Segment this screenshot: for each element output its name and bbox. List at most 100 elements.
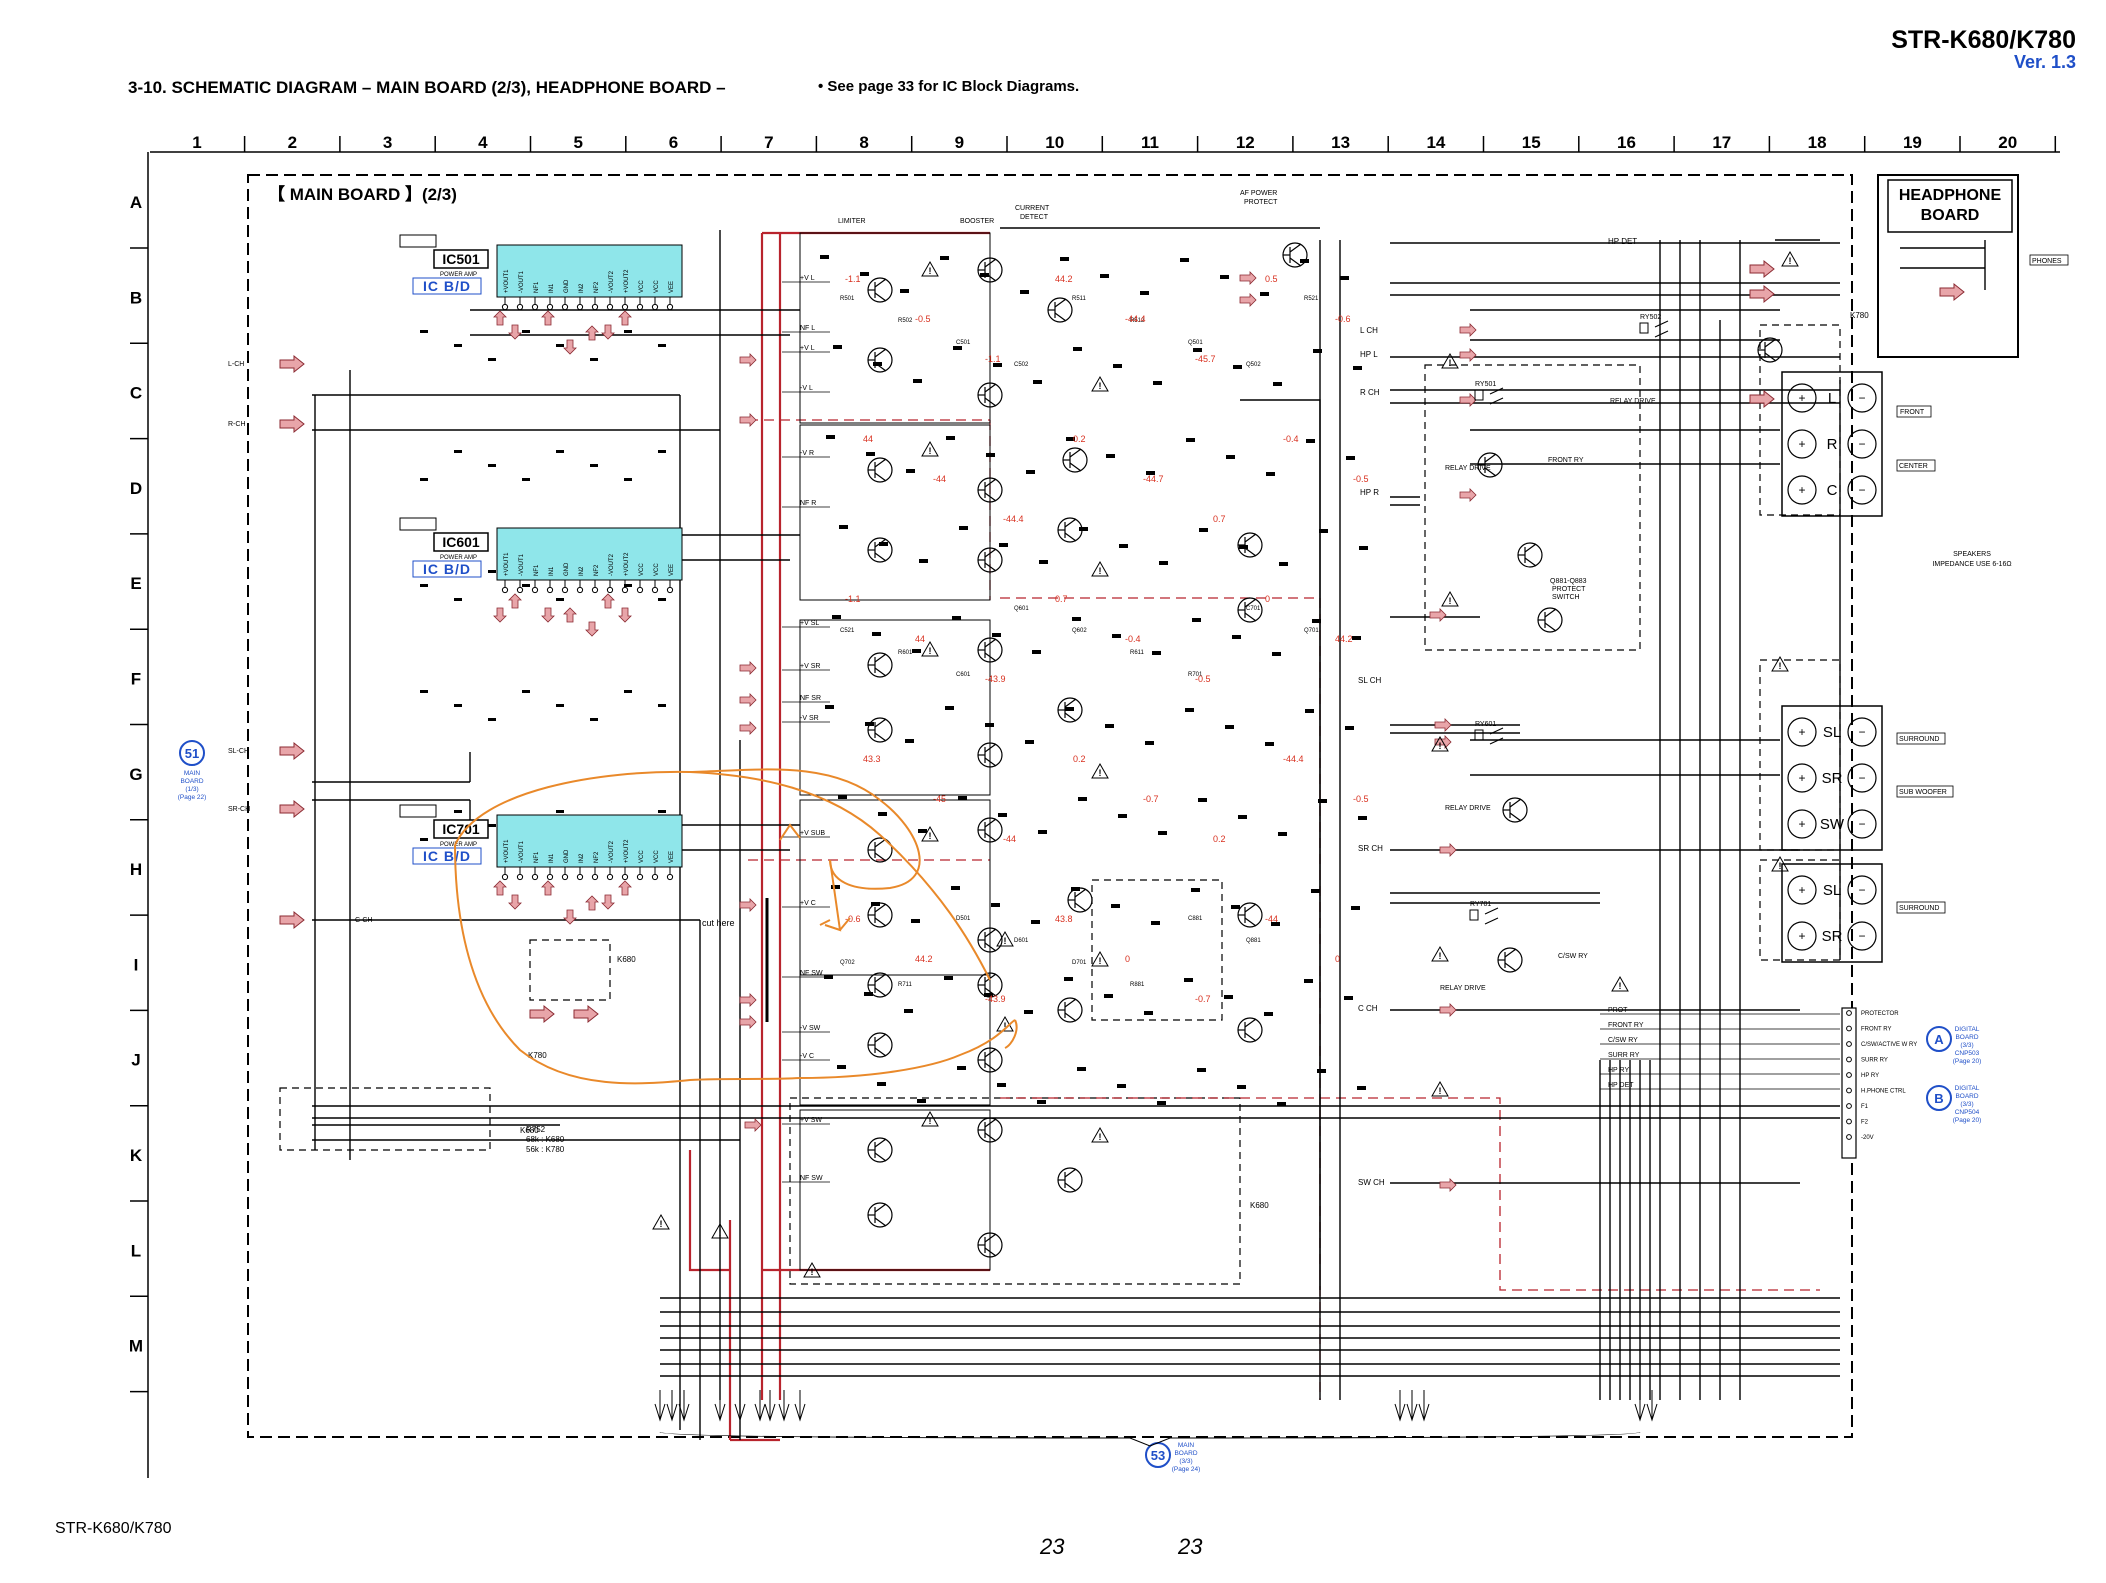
bus-signal: HP RY [1861,1073,1879,1079]
bus-left-signal: HP RY [1608,1067,1629,1074]
input-sr-ch: SR-CH [228,806,250,813]
resistor [1224,995,1233,999]
resistor [919,559,928,563]
voltage-mark: -0.5 [1195,674,1211,684]
capacitor [454,810,462,813]
cut-here-label: cut here [702,918,735,928]
resistor [838,795,847,799]
grid-row-H: H [130,860,142,879]
warning-icon: ! [1771,855,1789,872]
rail-label: +V L [800,275,815,282]
csw-ry-label: C/SW RY [1558,953,1588,960]
r752-k680: 68k : K680 [526,1135,565,1144]
component-label: Q502 [1246,362,1261,368]
ic-id-1: IC601 [442,534,480,550]
ic-sub-1: POWER AMP [440,555,477,561]
arrow-icon [601,593,615,609]
resistor [905,739,914,743]
resistor [1184,978,1193,982]
ic-bd-1: IC B/D [423,561,471,577]
svg-text:!: ! [1004,936,1007,946]
voltage-mark: 43.3 [863,754,881,764]
resistor [1038,830,1047,834]
input-l-ch: L-CH [228,361,244,368]
resistor [1140,291,1149,295]
surround2-label: SURROUND [1899,905,1939,912]
transistor [867,277,893,303]
capacitor [658,704,666,707]
ic-pin-label: NF2 [594,281,600,293]
svg-text:−: − [1858,725,1865,739]
arrow-icon [618,880,632,896]
warning-icon: ! [652,1213,670,1230]
capacitor [556,704,564,707]
component-label: R711 [898,982,913,988]
resistor [1113,364,1122,368]
ic-pin-label: VEE [669,851,675,863]
voltage-mark: -0.6 [1335,314,1351,324]
resistor [913,379,922,383]
svg-text:+: + [1798,817,1805,831]
voltage-mark: 43.8 [1055,914,1073,924]
voltage-mark: -0.4 [1283,434,1299,444]
component-label: D501 [956,916,971,922]
bus-left-signal: HP DET [1608,1082,1634,1089]
component-label: R501 [840,296,855,302]
voltage-mark: -0.5 [1353,794,1369,804]
ic-block-note: • See page 33 for IC Block Diagrams. [818,78,1080,95]
resistor [833,345,842,349]
transistor [977,1047,1003,1073]
transistor [1517,542,1543,568]
front-label: FRONT [1900,409,1925,416]
resistor [1306,439,1315,443]
svg-text:!: ! [1099,381,1102,391]
voltage-mark: -43.9 [985,994,1006,1004]
ic-pin-label: IN2 [579,283,585,293]
bus-left-signal: FRONT RY [1608,1022,1644,1029]
resistor [1351,906,1360,910]
transistor [1067,887,1093,913]
svg-text:BOARD: BOARD [1955,1034,1978,1041]
speaker-terminal-front: +L−+R−+C− [1781,371,1883,517]
component-label: C521 [840,628,855,634]
voltage-mark: -44.7 [1143,474,1164,484]
footer-model: STR-K680/K780 [55,1520,172,1537]
resistor [832,615,841,619]
grid-col-7: 7 [764,133,773,152]
arrow-icon [493,607,507,623]
voltage-mark: -0.6 [845,914,861,924]
rail-label: +V SUB [800,830,825,837]
svg-text:−: − [1858,929,1865,943]
voltage-mark: 0.2 [1073,434,1086,444]
ic-pin-label: GND [564,562,570,576]
svg-text:(Page 22): (Page 22) [178,794,207,801]
resistor [1185,708,1194,712]
svg-text:BOARD: BOARD [1174,1450,1197,1457]
resistor [1199,528,1208,532]
arrow-icon [541,607,555,623]
svg-text:(Page 20): (Page 20) [1953,1117,1982,1124]
arrow-icon [1459,393,1477,407]
resistor [820,255,829,259]
capacitor [488,464,496,467]
resistor [1100,274,1109,278]
k780-label-2: K780 [1850,311,1869,320]
svg-text:CNP503: CNP503 [1955,1050,1980,1057]
resistor [1345,726,1354,730]
rail-label: +V L [800,345,815,352]
grid-col-17: 17 [1712,133,1731,152]
warning-icon: ! [1091,950,1109,967]
resistor [991,903,1000,907]
model-title: STR-K680/K780 [1891,26,2076,54]
resistor [1073,347,1082,351]
rail-label: +V C [800,900,816,907]
af-protect-label-2: PROTECT [1244,199,1278,206]
warning-icon: ! [1431,945,1449,962]
ic-pin-label: VCC [654,850,660,863]
transistor [977,742,1003,768]
voltage-mark: 0 [1265,594,1270,604]
bus-signal: C/SW/ACTIVE W RY [1861,1042,1917,1048]
rail-label: -V SW [800,1025,821,1032]
